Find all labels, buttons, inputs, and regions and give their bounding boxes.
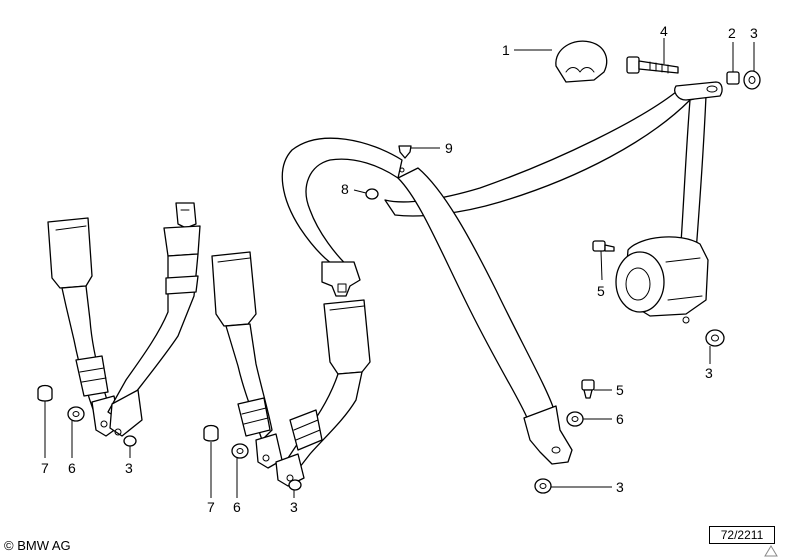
middle-belt-buckle: [275, 299, 371, 487]
label-washer-retractor: 3: [705, 365, 713, 381]
retractor-washer: [705, 329, 725, 347]
left-washer-2: [231, 443, 249, 459]
label-bolt-left-1: 7: [41, 460, 49, 476]
retractor: [615, 236, 709, 324]
left-buckle: [47, 217, 121, 437]
middle-buckle: [211, 251, 283, 469]
label-bolt-left-2: 7: [207, 499, 215, 515]
lower-bolt: [581, 379, 595, 399]
label-washer-left-1: 6: [68, 460, 76, 476]
cap-small: [365, 188, 379, 200]
label-cover: 1: [502, 42, 510, 58]
top-nut: [726, 71, 740, 85]
part-labels: 1 4 2 3 9 8 5 3 5 6 3 7 6 3 7 6 3: [41, 23, 758, 515]
drawing-number: 72/2211: [709, 526, 775, 544]
shoulder-belt-webbing: [281, 81, 723, 465]
leader-lines: [44, 38, 755, 498]
label-cap-top: 9: [445, 140, 453, 156]
top-washer: [743, 70, 761, 90]
left-washer-1: [67, 406, 85, 422]
label-nut: 2: [728, 25, 736, 41]
label-cap-small: 8: [341, 181, 349, 197]
label-washer-left-1-bottom: 3: [125, 460, 133, 476]
left-washer-2-bottom: [288, 479, 302, 491]
label-washer-lower-6: 6: [616, 411, 624, 427]
triangle-icon: [764, 545, 778, 557]
cover-cap: [555, 40, 608, 83]
copyright-text: © BMW AG: [4, 538, 71, 553]
label-bolt-lower: 5: [616, 382, 624, 398]
left-washer-1-bottom: [123, 435, 137, 447]
retractor-bolt: [592, 240, 615, 252]
label-washer-lower-3: 3: [616, 479, 624, 495]
label-bolt-retractor: 5: [597, 283, 605, 299]
label-bolt-top: 4: [660, 23, 668, 39]
left-bolt-2: [203, 424, 219, 442]
left-belt-tongue: [107, 202, 201, 437]
lower-washer-3: [534, 478, 552, 494]
label-washer-left-2: 6: [233, 499, 241, 515]
left-bolt-1: [37, 384, 53, 402]
label-washer-top: 3: [750, 25, 758, 41]
top-bolt: [626, 56, 679, 74]
cap-top: [398, 145, 412, 173]
label-washer-left-2-bottom: 3: [290, 499, 298, 515]
lower-washer-6: [566, 411, 584, 427]
